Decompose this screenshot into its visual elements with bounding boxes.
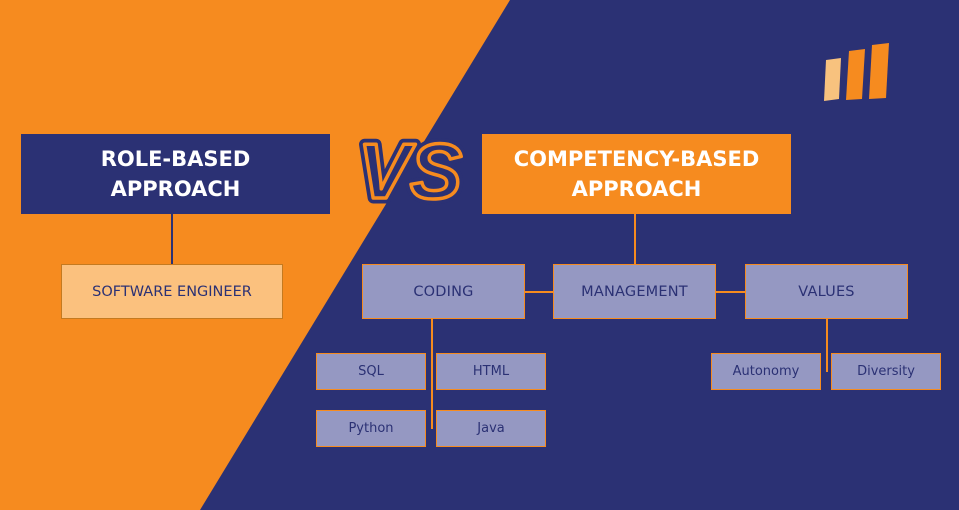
vs-text: VS [358, 127, 462, 215]
skill-box-sql: SQL [316, 353, 426, 390]
role-connector [171, 214, 173, 264]
competency-label: CODING [413, 283, 474, 300]
skill-box-python: Python [316, 410, 426, 447]
competency-label: VALUES [798, 283, 855, 300]
competency-based-title-text: COMPETENCY-BASED APPROACH [513, 147, 760, 201]
competency-based-title: COMPETENCY-BASED APPROACH [482, 134, 791, 214]
value-label: Autonomy [732, 364, 800, 379]
coding-skills-trunk [431, 319, 433, 429]
skill-label: Python [348, 421, 394, 436]
skill-box-java: Java [436, 410, 546, 447]
skill-label: HTML [472, 364, 510, 379]
competency-box-coding: CODING [362, 264, 525, 319]
value-label: Diversity [857, 364, 915, 379]
role-based-title: ROLE-BASED APPROACH [21, 134, 330, 214]
competency-box-values: VALUES [745, 264, 908, 319]
coding-management-connector [525, 291, 554, 293]
skill-box-html: HTML [436, 353, 546, 390]
role-box-software-engineer: SOFTWARE ENGINEER [61, 264, 283, 319]
value-box-autonomy: Autonomy [711, 353, 821, 390]
role-based-title-text: ROLE-BASED APPROACH [100, 147, 251, 201]
management-values-connector [716, 291, 745, 293]
skill-label: Java [477, 421, 505, 436]
competency-label: MANAGEMENT [581, 283, 688, 300]
competency-box-management: MANAGEMENT [553, 264, 716, 319]
value-box-diversity: Diversity [831, 353, 941, 390]
vs-outline-dark: VS [358, 127, 462, 215]
competency-connector [634, 214, 636, 264]
orange-diagonal-panel [0, 0, 510, 510]
values-trunk [826, 319, 828, 372]
skill-label: SQL [358, 364, 384, 379]
role-label: SOFTWARE ENGINEER [92, 283, 252, 300]
bar-chart-logo-icon [824, 43, 889, 101]
